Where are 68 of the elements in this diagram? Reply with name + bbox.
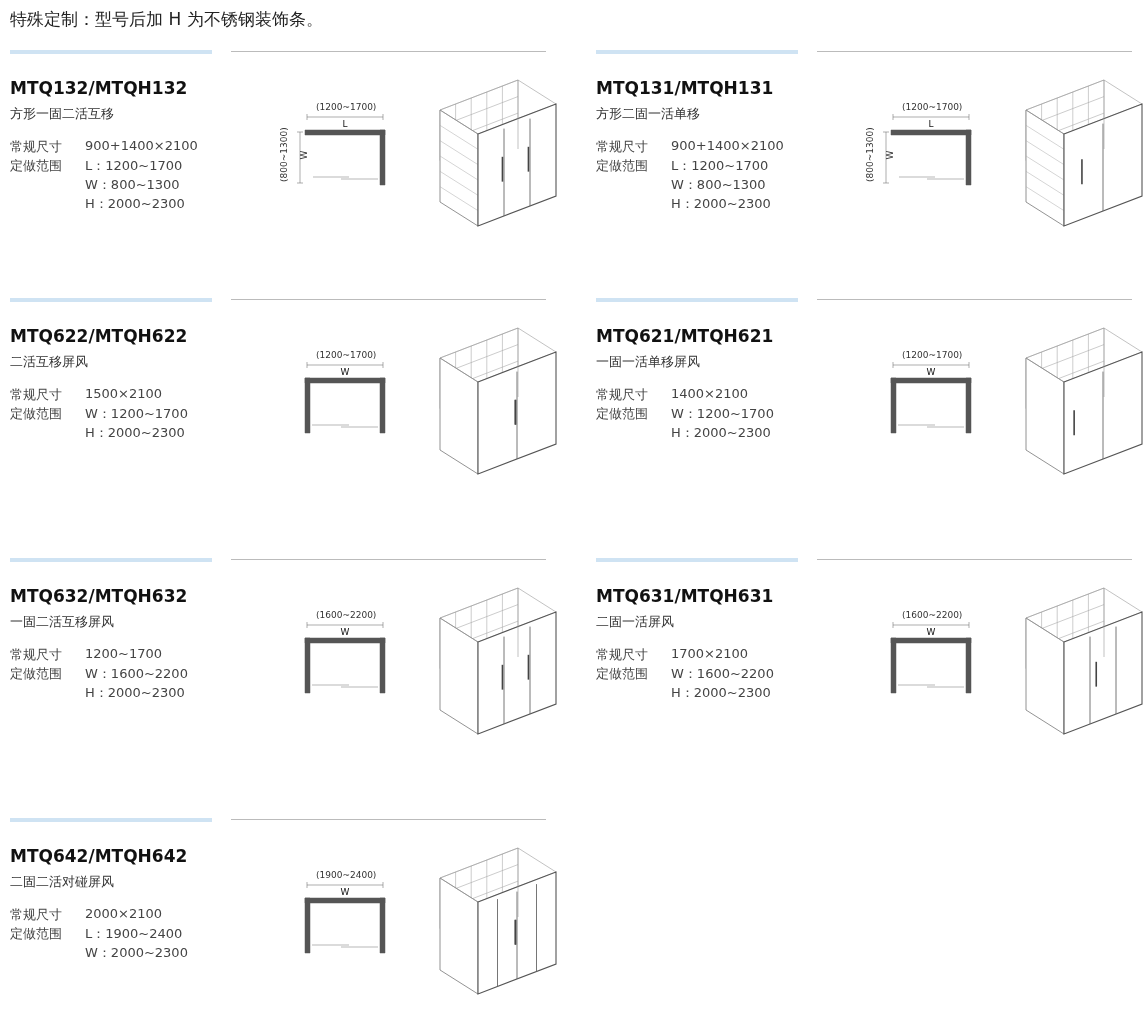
dimension-label: L — [927, 119, 935, 129]
spec-label: 定做范围 — [596, 665, 648, 683]
dimension-label: (1200~1700) — [902, 102, 960, 112]
spec-value: L：1200~1700 — [85, 157, 183, 175]
spec-label: 定做范围 — [10, 405, 62, 423]
dimension-label: W — [339, 627, 351, 637]
spec-value: 1500×2100 — [85, 386, 163, 401]
spec-value: W：800~1300 — [85, 176, 180, 194]
model-number: MTQ131/MTQH131 — [596, 78, 774, 98]
spec-value: H：2000~2300 — [671, 195, 771, 213]
spec-value: W：1200~1700 — [671, 405, 774, 423]
spec-label: 定做范围 — [596, 157, 648, 175]
spec-label: 定做范围 — [596, 405, 648, 423]
spec-value: W：800~1300 — [671, 176, 766, 194]
spec-value: H：2000~2300 — [671, 684, 771, 702]
product-description: 方形二固一活单移 — [596, 105, 700, 123]
product-description: 二固一活屏风 — [596, 613, 674, 631]
spec-value: H：2000~2300 — [85, 684, 185, 702]
spec-label: 常规尺寸 — [10, 138, 62, 156]
spec-value: W：2000~2300 — [85, 944, 188, 962]
spec-value: L：1200~1700 — [671, 157, 769, 175]
dimension-label: (1600~2200) — [902, 610, 960, 620]
model-number: MTQ132/MTQH132 — [10, 78, 188, 98]
model-number: MTQ632/MTQH632 — [10, 586, 188, 606]
model-number: MTQ622/MTQH622 — [10, 326, 188, 346]
dimension-label: (1200~1700) — [316, 102, 374, 112]
dimension-label: (1200~1700) — [902, 350, 960, 360]
dimension-label: W — [925, 627, 937, 637]
spec-value: H：2000~2300 — [85, 195, 185, 213]
spec-value: 2000×2100 — [85, 906, 163, 921]
spec-label: 常规尺寸 — [10, 646, 62, 664]
spec-value: L：1900~2400 — [85, 925, 183, 943]
dimension-label: W — [339, 887, 351, 897]
spec-label: 常规尺寸 — [596, 386, 648, 404]
spec-label: 常规尺寸 — [596, 138, 648, 156]
spec-value: W：1200~1700 — [85, 405, 188, 423]
dimension-label: W — [885, 150, 896, 160]
dimension-label: (1200~1700) — [316, 350, 374, 360]
dimension-label: (1600~2200) — [316, 610, 374, 620]
spec-label: 定做范围 — [10, 157, 62, 175]
spec-value: 1400×2100 — [671, 386, 749, 401]
spec-value: W：1600~2200 — [671, 665, 774, 683]
model-number: MTQ621/MTQH621 — [596, 326, 774, 346]
spec-value: 1700×2100 — [671, 646, 749, 661]
spec-label: 定做范围 — [10, 925, 62, 943]
model-number: MTQ631/MTQH631 — [596, 586, 774, 606]
spec-value: H：2000~2300 — [671, 424, 771, 442]
page-title: 特殊定制：型号后加 H 为不锈钢装饰条。 — [10, 8, 323, 31]
dimension-label: W — [299, 150, 310, 160]
product-description: 二活互移屏风 — [10, 353, 88, 371]
spec-value: 1200~1700 — [85, 646, 163, 661]
dimension-label: W — [339, 367, 351, 377]
dimension-label: W — [925, 367, 937, 377]
product-description: 一固一活单移屏风 — [596, 353, 700, 371]
spec-value: 900+1400×2100 — [671, 138, 784, 153]
dimension-label: (1900~2400) — [316, 870, 374, 880]
spec-label: 常规尺寸 — [596, 646, 648, 664]
dimension-label: L — [341, 119, 349, 129]
product-description: 方形一固二活互移 — [10, 105, 114, 123]
spec-value: H：2000~2300 — [85, 424, 185, 442]
spec-label: 定做范围 — [10, 665, 62, 683]
product-description: 二固二活对碰屏风 — [10, 873, 114, 891]
spec-value: 900+1400×2100 — [85, 138, 198, 153]
spec-label: 常规尺寸 — [10, 386, 62, 404]
spec-label: 常规尺寸 — [10, 906, 62, 924]
product-description: 一固二活互移屏风 — [10, 613, 114, 631]
model-number: MTQ642/MTQH642 — [10, 846, 188, 866]
spec-value: W：1600~2200 — [85, 665, 188, 683]
